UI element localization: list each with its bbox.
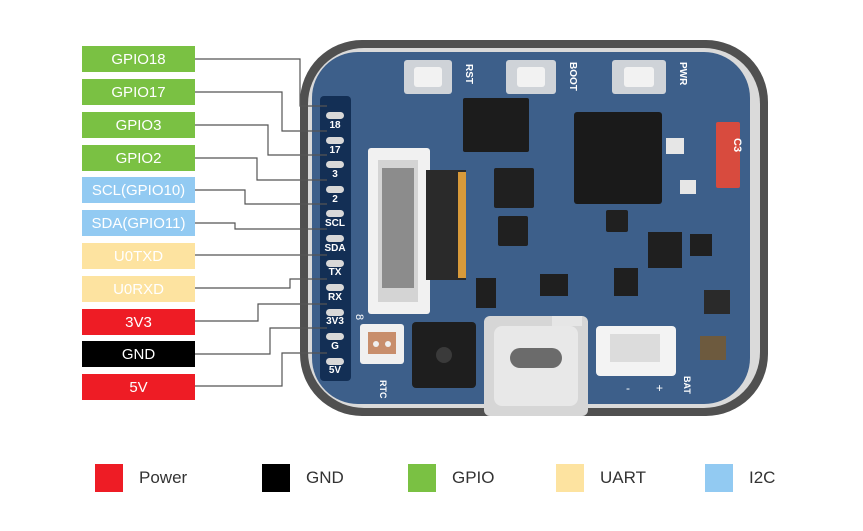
pwr-label: PWR [677,62,688,86]
header-pin-label: SCL [325,218,345,229]
legend-item-gnd: GND [262,464,344,492]
chip-right [606,210,628,232]
usb-c-port[interactable] [484,316,588,416]
bat-plus-label: + [656,381,663,395]
legend-swatch [556,464,584,492]
c3-label: C3 [731,138,743,152]
pin-label-gpio: GPIO3 [82,112,195,138]
chip-mid2 [498,216,528,246]
legend-swatch [262,464,290,492]
header-pin-label: RX [328,292,342,303]
rst-button[interactable] [404,60,452,94]
legend-label: I2C [749,468,775,488]
legend-swatch [705,464,733,492]
bat-minus-label: - [626,381,630,395]
legend-label: GPIO [452,468,495,488]
header-pin-label: 3V3 [326,316,344,327]
pin-label-i2c: SDA(GPIO11) [82,210,195,236]
legend-label: UART [600,468,646,488]
bat-label: BAT [682,376,692,394]
pin-label-power: 5V [82,374,195,400]
legend-item-uart: UART [556,464,646,492]
legend-item-power: Power [95,464,187,492]
rtc-connector [360,324,404,364]
pin-label-gpio: GPIO17 [82,79,195,105]
chip-main [574,112,662,204]
header-pin-label: 2 [332,194,338,205]
pwr-button[interactable] [612,60,666,94]
pin-label-gpio: GPIO18 [82,46,195,72]
chip-small [463,98,529,152]
header-pin-label: 18 [329,120,341,131]
rtc-label: RTC [378,380,388,399]
header-pin-label: 3 [332,169,338,180]
legend-label: Power [139,468,187,488]
silk-8: 8 [353,314,365,320]
boot-button[interactable] [506,60,556,94]
pin-label-gpio: GPIO2 [82,145,195,171]
pin-label-power: 3V3 [82,309,195,335]
pin-label-i2c: SCL(GPIO10) [82,177,195,203]
legend-label: GND [306,468,344,488]
header-pin-label: G [331,341,339,352]
battery-connector [596,326,676,376]
boot-label: BOOT [567,62,578,91]
header-pin-label: TX [329,267,342,278]
header-pin-label: 5V [329,365,342,376]
legend-item-i2c: I2C [705,464,775,492]
header-pin-label: SDA [324,243,345,254]
legend-swatch [408,464,436,492]
pin-label-uart: U0TXD [82,243,195,269]
chip-mid [494,168,534,208]
legend-item-gpio: GPIO [408,464,495,492]
c3-antenna [716,122,740,188]
pin-label-gnd: GND [82,341,195,367]
rst-label: RST [463,64,474,84]
pin-label-uart: U0RXD [82,276,195,302]
header-pin-label: 17 [329,145,341,156]
legend-swatch [95,464,123,492]
